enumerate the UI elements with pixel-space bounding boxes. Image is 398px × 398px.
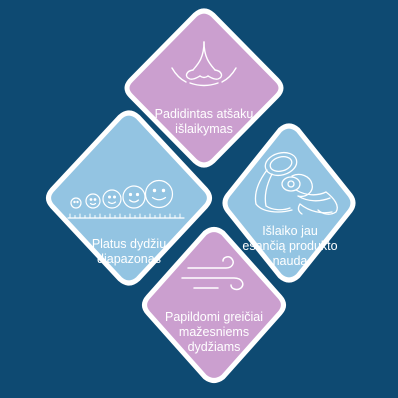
panel-left-diamond <box>46 110 212 286</box>
panel-bottom-label: Papildomi greičiai mažesniems dydžiams <box>165 310 263 354</box>
panel-right-label: Išlaiko jau esančią produkto naudą <box>242 224 338 268</box>
nose-icon <box>171 41 237 87</box>
panel-bottom-diamond <box>142 227 286 383</box>
panel-left-label: Platus dydžių diapazonas <box>91 237 167 266</box>
wind-icon <box>181 256 244 291</box>
size-range-icon <box>67 179 185 219</box>
nasal-mask-icon <box>254 151 338 215</box>
panel-right-diamond <box>222 123 356 283</box>
panel-top-diamond <box>124 8 284 168</box>
panel-top-label: Padidintas atšakų išlaikymas <box>154 107 254 136</box>
